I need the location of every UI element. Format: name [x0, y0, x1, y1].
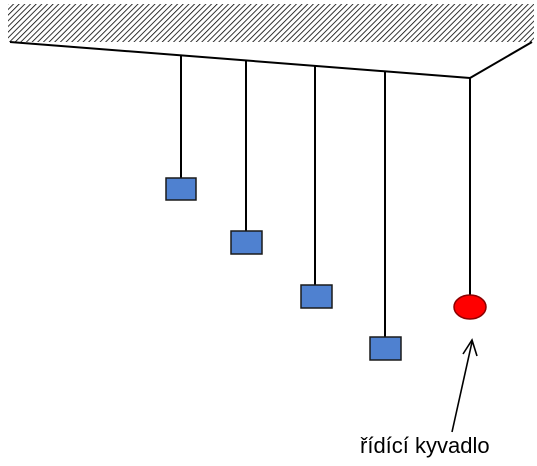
pendulum-bob-1 [165, 177, 197, 201]
label-arrow-shaft [451, 341, 473, 433]
driving-pendulum-bob [453, 294, 487, 320]
arrowhead-icon [462, 338, 478, 357]
ceiling [8, 4, 534, 42]
pendulum-bob-4 [369, 336, 402, 361]
support-beam [9, 41, 471, 79]
pendulum-bob-3 [300, 284, 333, 309]
pendulum-bob-2 [230, 230, 263, 255]
driving-pendulum-label: řídící kyvadlo [360, 433, 490, 458]
support-brace [469, 41, 533, 79]
